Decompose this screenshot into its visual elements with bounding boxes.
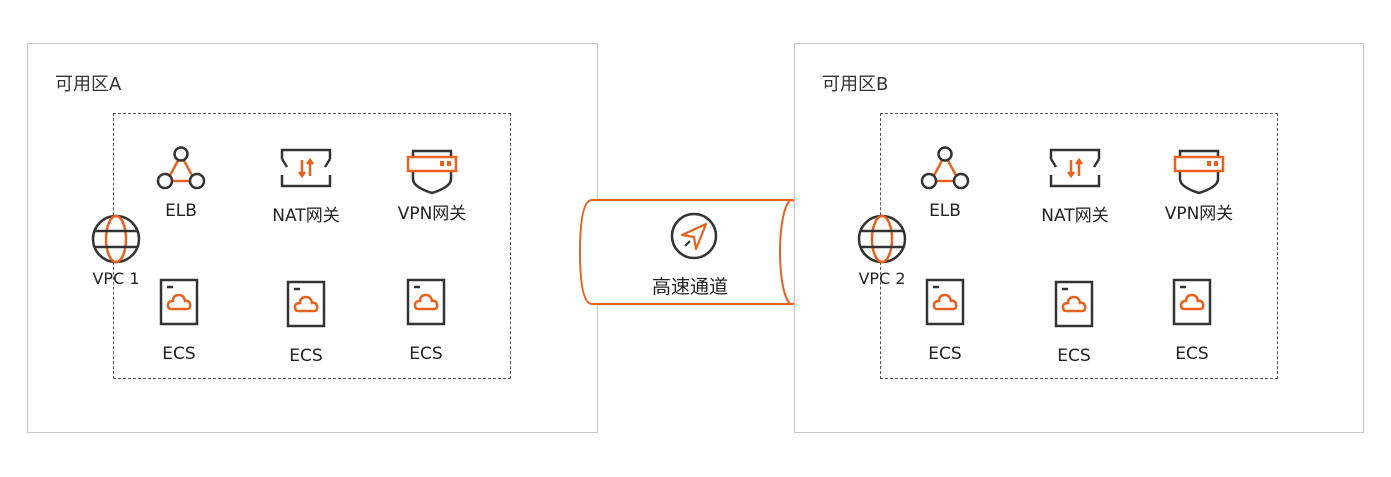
vpn-label-b: VPN网关 [1164,204,1234,224]
zone-a-title: 可用区A [55,74,122,95]
vpc-2-node[interactable]: VPC 2 [842,213,922,288]
ecs-label-b-1: ECS [928,344,962,364]
elb-label-b: ELB [929,201,961,221]
vpn-label-a: VPN网关 [397,204,467,224]
elb-label-a: ELB [165,201,197,221]
ecs-node-a-1[interactable]: ECS [124,278,234,364]
vpc-1-node[interactable]: VPC 1 [76,213,156,288]
ecs-label-a-3: ECS [409,344,443,364]
ecs-label-a-1: ECS [162,344,196,364]
zone-b-title: 可用区B [822,74,889,95]
ecs-label-b-3: ECS [1175,344,1209,364]
nat-label-a: NAT网关 [272,206,340,226]
vpc-1-label: VPC 1 [92,269,140,288]
ecs-icon [1172,278,1212,326]
nat-gateway-icon [1049,148,1101,188]
ecs-node-a-3[interactable]: ECS [371,278,481,364]
ecs-icon [286,280,326,328]
vpn-node-b[interactable]: VPN网关 [1144,147,1254,224]
elb-icon [156,146,206,190]
ecs-node-a-2[interactable]: ECS [251,280,361,366]
vpc-2-label: VPC 2 [858,269,906,288]
vpn-gateway-icon [1173,149,1225,195]
ecs-node-b-2[interactable]: ECS [1019,280,1129,366]
nat-node-b[interactable]: NAT网关 [1020,147,1130,226]
elb-node-a[interactable]: ELB [126,145,236,221]
ecs-icon [925,278,965,326]
elb-icon [920,146,970,190]
nat-gateway-icon [280,148,332,188]
ecs-icon [159,278,199,326]
ecs-node-b-3[interactable]: ECS [1137,278,1247,364]
ecs-label-b-2: ECS [1057,346,1091,366]
ecs-label-a-2: ECS [289,346,323,366]
nat-label-b: NAT网关 [1041,206,1109,226]
tunnel-label: 高速通道 [651,276,728,298]
vpn-gateway-icon [406,149,458,195]
vpn-node-a[interactable]: VPN网关 [377,147,487,224]
compass-icon [670,212,718,260]
elb-node-b[interactable]: ELB [890,145,1000,221]
ecs-icon [406,278,446,326]
vpc-globe-icon [91,214,141,264]
ecs-node-b-1[interactable]: ECS [890,278,1000,364]
nat-node-a[interactable]: NAT网关 [251,147,361,226]
ecs-icon [1054,280,1094,328]
vpc-globe-icon [857,214,907,264]
